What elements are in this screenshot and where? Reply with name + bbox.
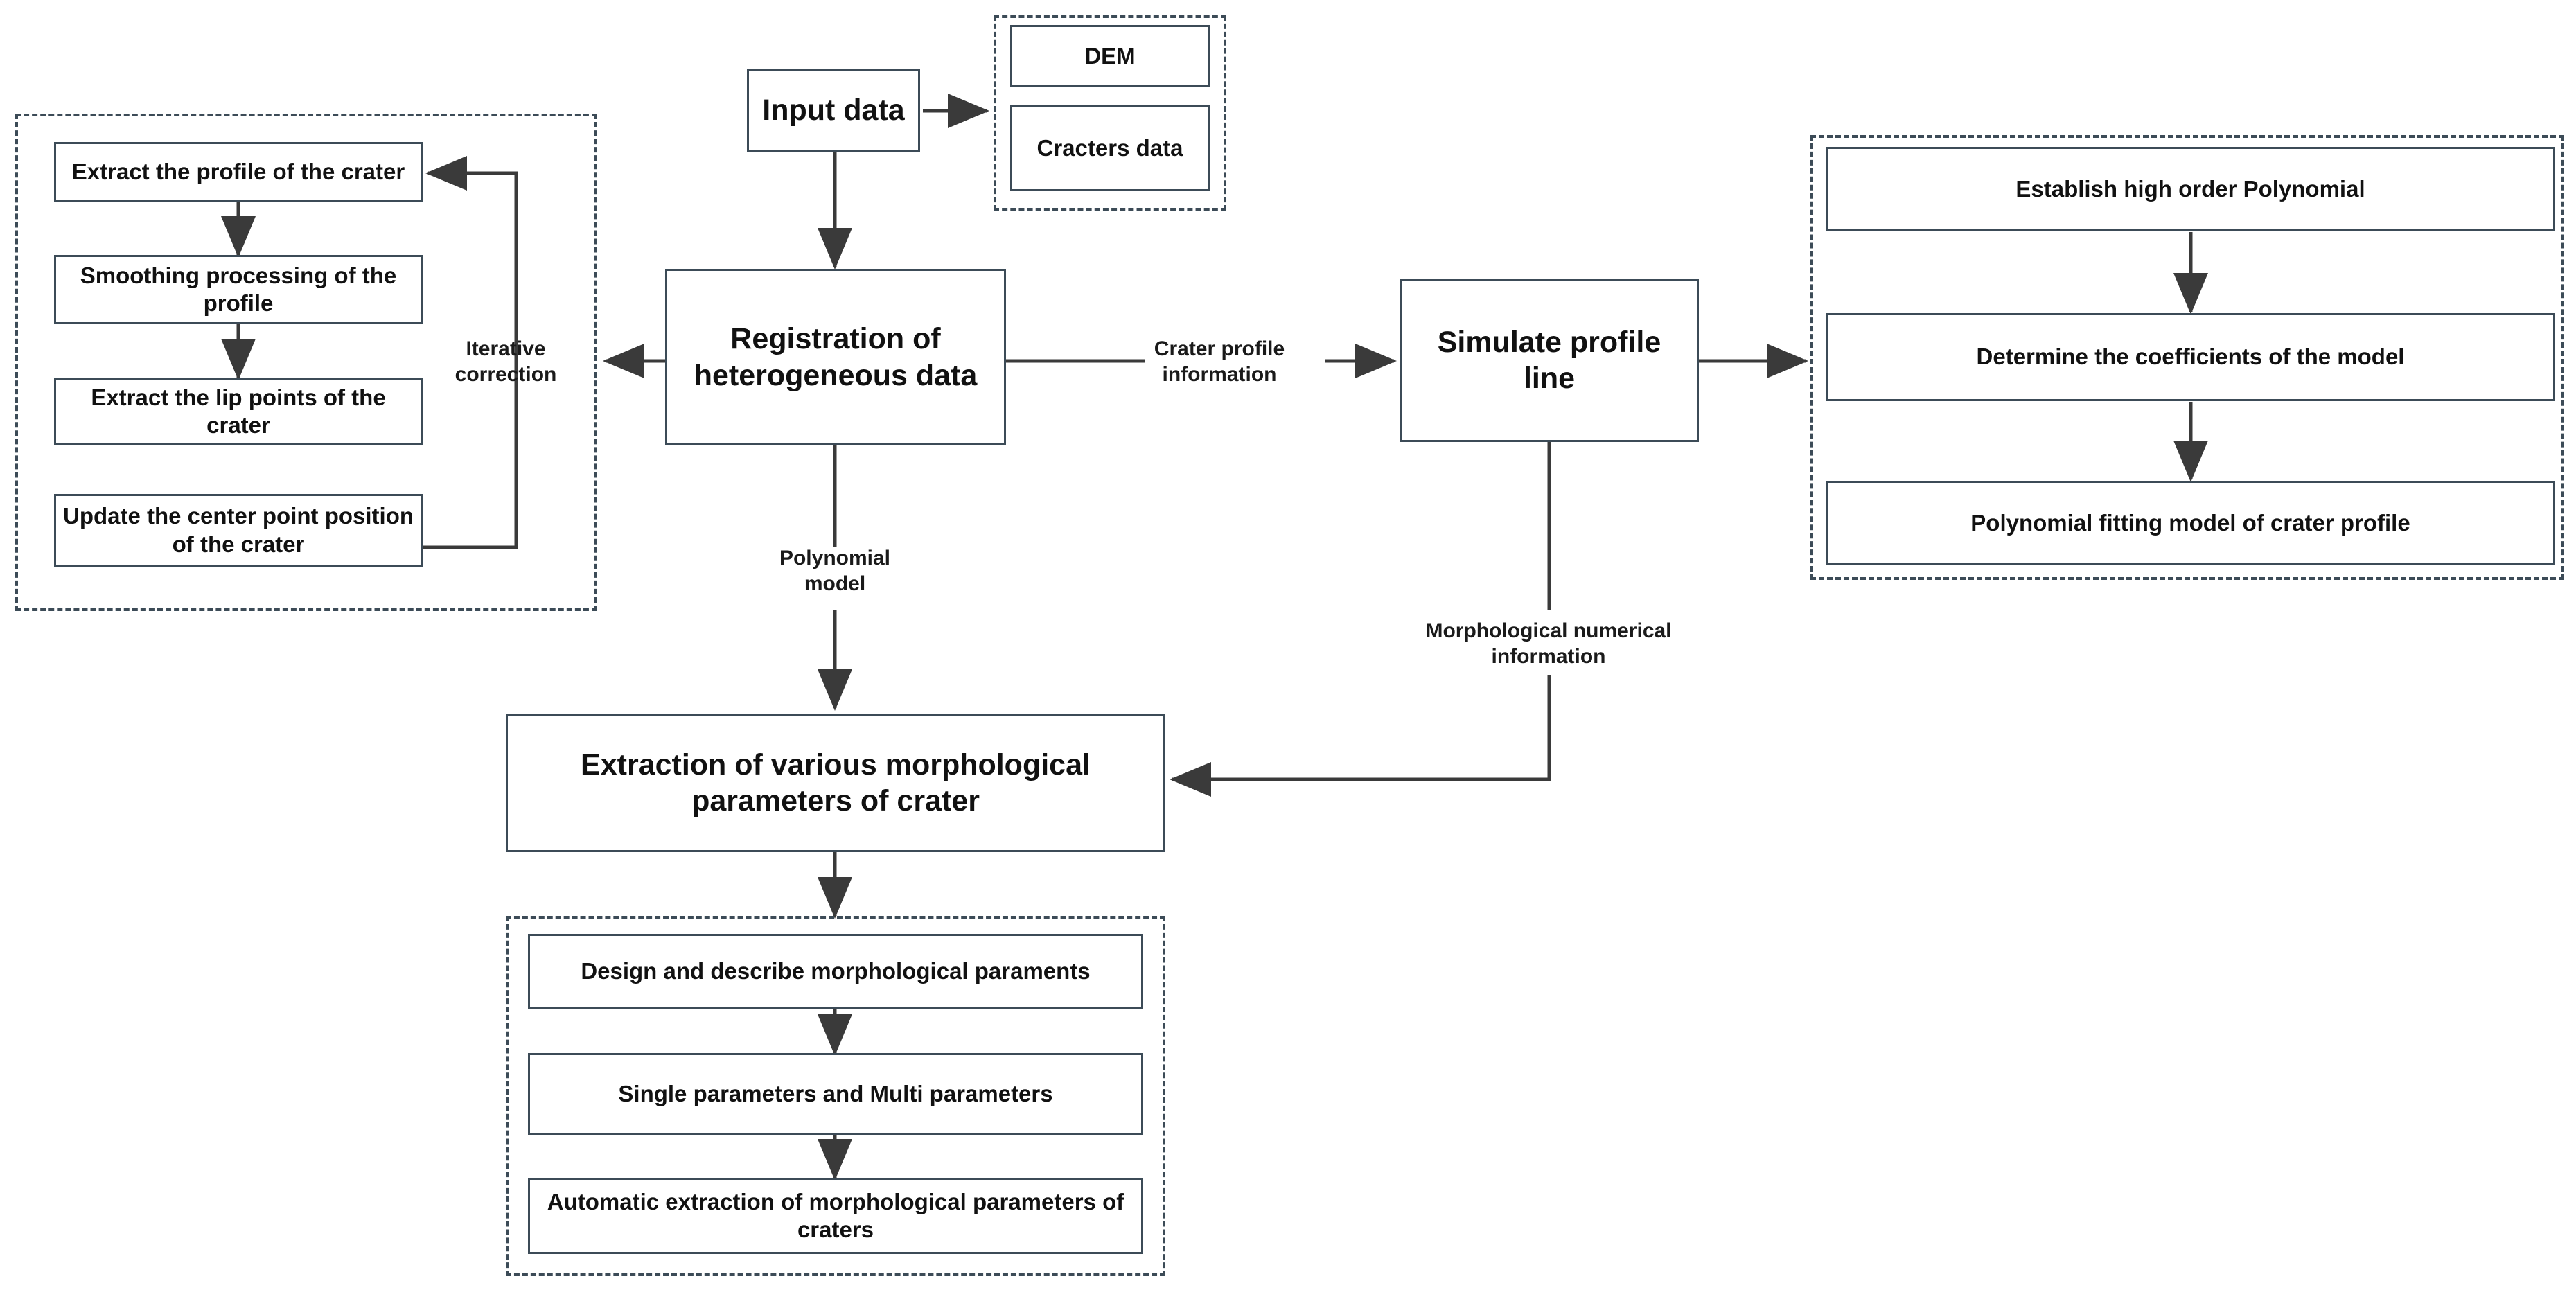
node-single-multi-parameters[interactable]: Single parameters and Multi parameters bbox=[528, 1053, 1143, 1135]
node-dem[interactable]: DEM bbox=[1010, 25, 1210, 87]
node-simulate-profile-line[interactable]: Simulate profile line bbox=[1400, 279, 1699, 442]
label-iterative-correction: Iterative correction bbox=[455, 337, 557, 386]
label-crater-profile-information: Crater profile information bbox=[1154, 337, 1285, 386]
edge-morphological-to-extraction bbox=[1169, 675, 1551, 797]
node-smoothing-processing[interactable]: Smoothing processing of the profile bbox=[54, 255, 423, 324]
label-morphological-numerical-information: Morphological numerical information bbox=[1425, 619, 1672, 668]
group-morphological-parameters bbox=[506, 916, 1165, 1276]
node-determine-coefficients[interactable]: Determine the coefficients of the model bbox=[1826, 313, 2555, 401]
group-profile-extraction bbox=[15, 114, 597, 611]
node-input-data[interactable]: Input data bbox=[747, 69, 920, 152]
label-polynomial-model: Polynomial model bbox=[779, 547, 891, 595]
node-cracters-data[interactable]: Cracters data bbox=[1010, 105, 1210, 191]
node-polynomial-fitting-model[interactable]: Polynomial fitting model of crater profi… bbox=[1826, 481, 2555, 565]
group-polynomial-model bbox=[1810, 135, 2564, 580]
node-establish-polynomial[interactable]: Establish high order Polynomial bbox=[1826, 147, 2555, 231]
node-extract-lip-points[interactable]: Extract the lip points of the crater bbox=[54, 378, 423, 445]
node-update-center-point[interactable]: Update the center point position of the … bbox=[54, 494, 423, 567]
node-extract-profile[interactable]: Extract the profile of the crater bbox=[54, 142, 423, 202]
node-registration-heterogeneous-data[interactable]: Registration of heterogeneous data bbox=[665, 269, 1006, 445]
node-automatic-extraction-parameters[interactable]: Automatic extraction of morphological pa… bbox=[528, 1178, 1143, 1254]
node-extraction-morphological-parameters[interactable]: Extraction of various morphological para… bbox=[506, 714, 1165, 852]
group-input-datasets bbox=[994, 15, 1226, 211]
node-design-describe-paraments[interactable]: Design and describe morphological parame… bbox=[528, 934, 1143, 1009]
